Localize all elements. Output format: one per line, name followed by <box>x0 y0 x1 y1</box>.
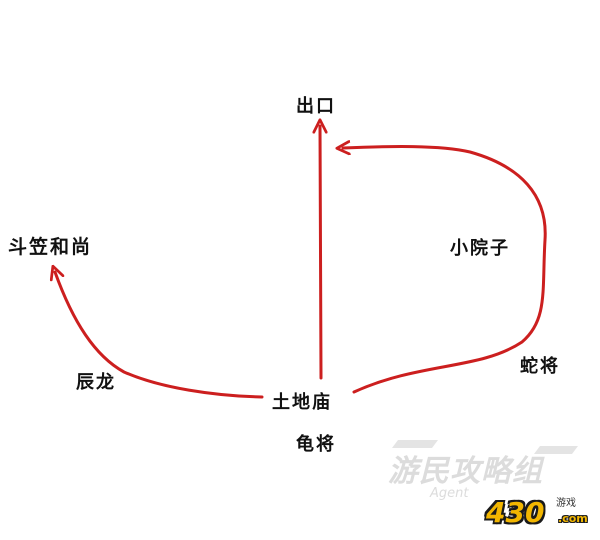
node-douli-monk: 斗笠和尚 <box>8 236 93 258</box>
temple-to-monk-arrow <box>55 272 264 399</box>
node-snake-general: 蛇将 <box>520 356 560 377</box>
watermark-swoosh-right <box>534 446 578 454</box>
logo-sup: 游戏 <box>556 498 576 509</box>
watermark-subtext: Agent <box>430 486 469 501</box>
node-chenlong: 辰龙 <box>76 372 116 393</box>
temple-to-exit-loop-arrow <box>343 147 547 394</box>
node-turtle-general: 龟将 <box>296 434 336 455</box>
node-earth-temple: 土地庙 <box>272 392 332 413</box>
temple-to-exit-arrow <box>320 126 321 380</box>
logo-domain: .com <box>558 512 588 525</box>
site-logo: 430 游戏 .com <box>486 494 594 534</box>
node-exit: 出口 <box>296 96 336 117</box>
logo-number: 430 <box>486 496 545 529</box>
node-small-yard: 小院子 <box>450 238 510 259</box>
watermark-text: 游民攻略组 <box>388 454 543 489</box>
watermark-swoosh-left <box>392 440 438 448</box>
